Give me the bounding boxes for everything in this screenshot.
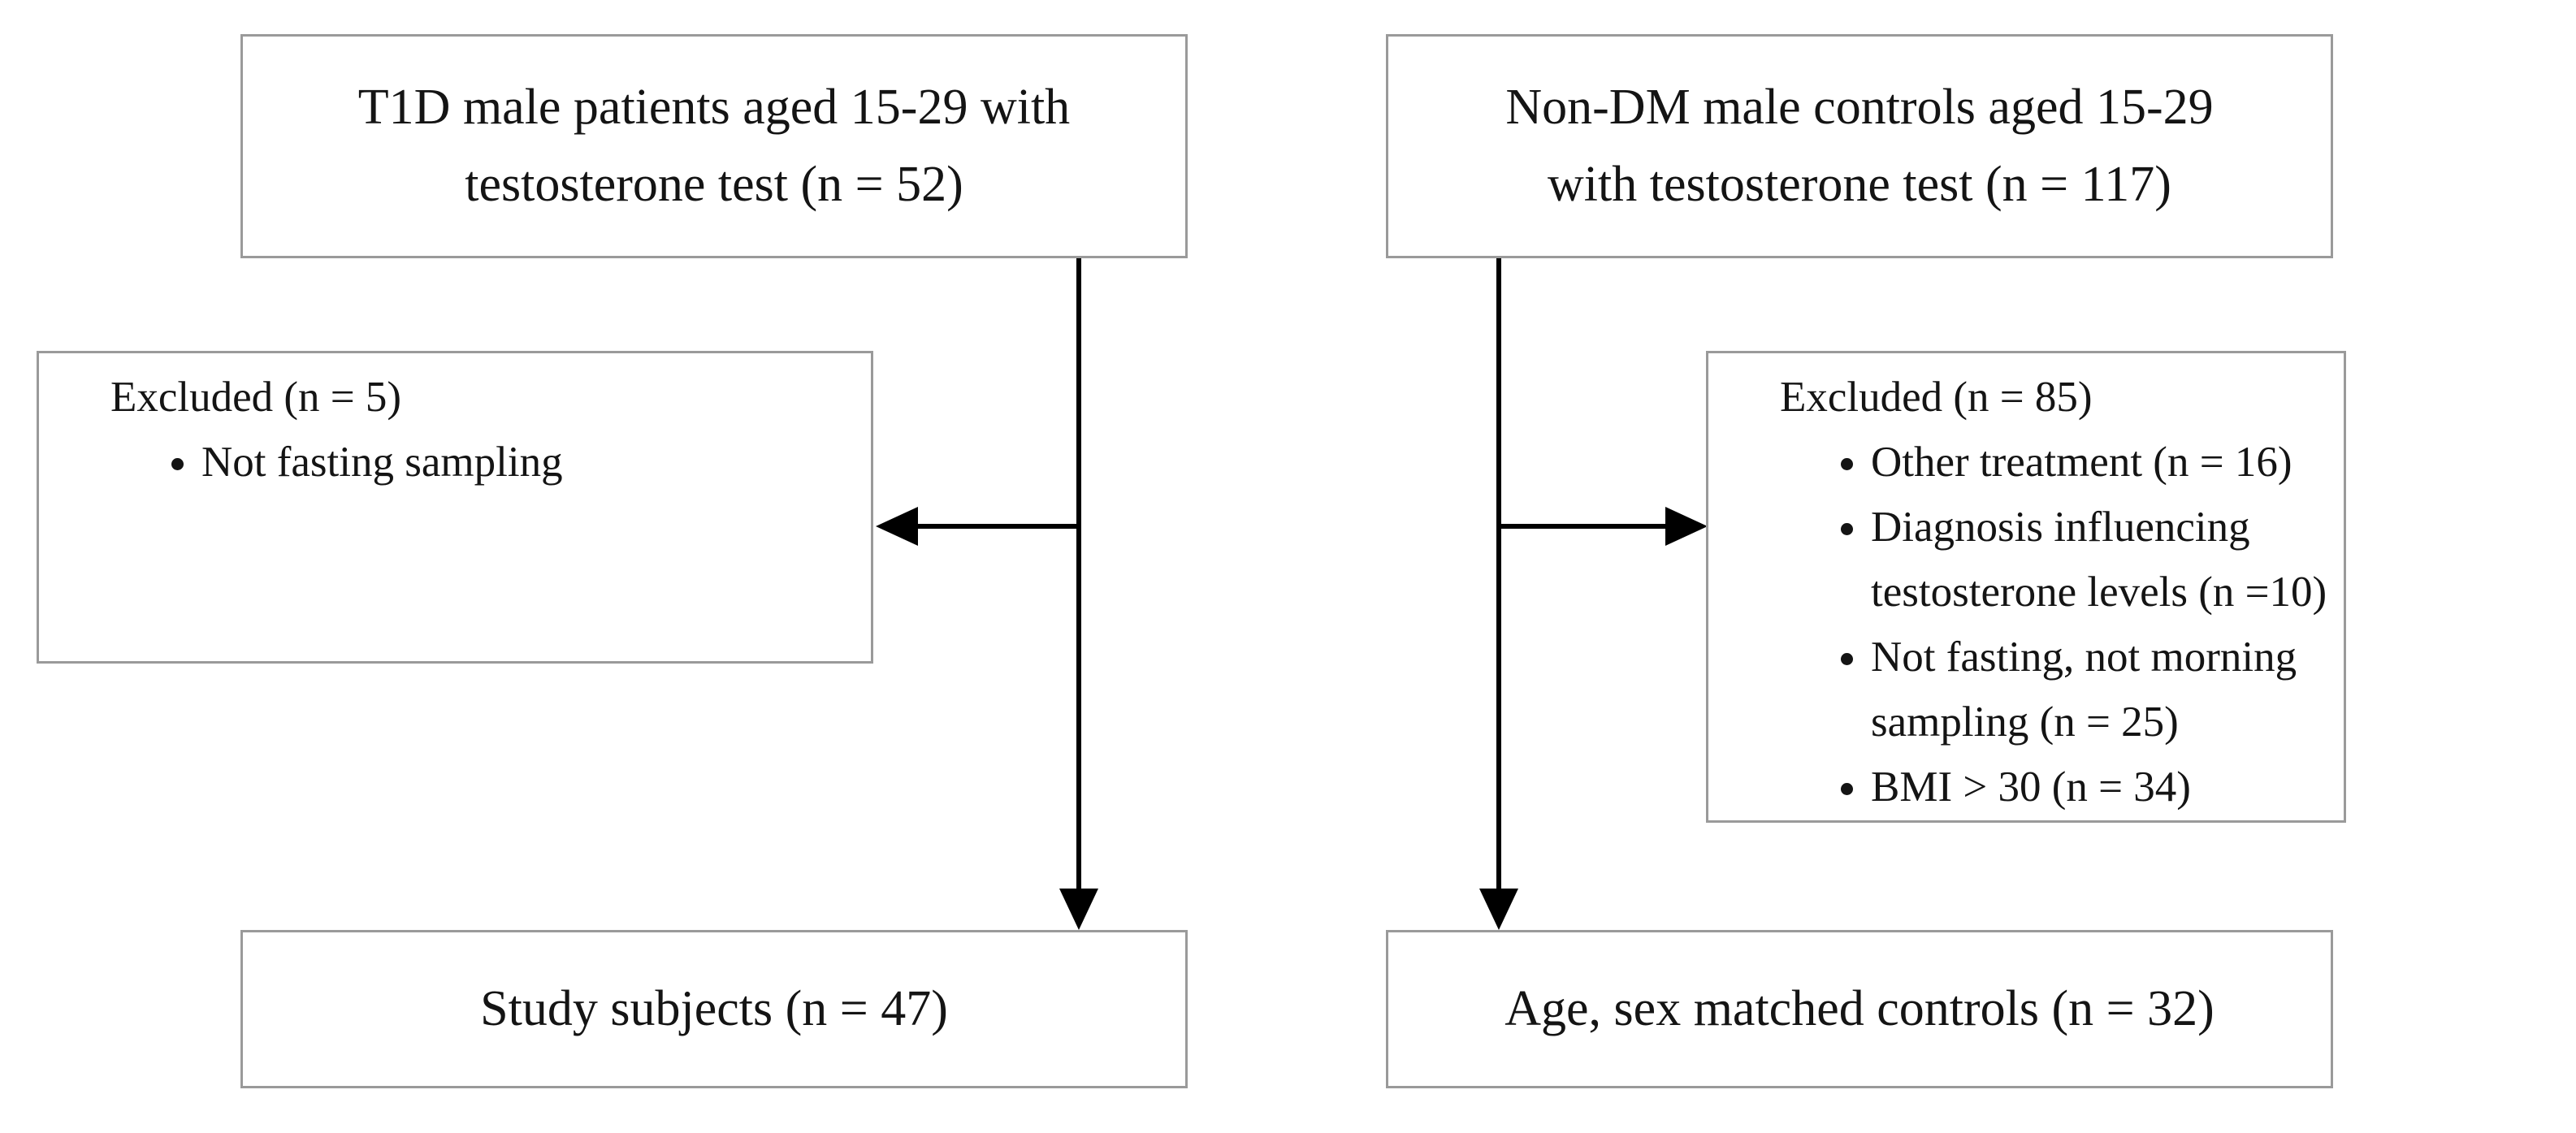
arrowhead-down-right: [1479, 889, 1518, 930]
excluded-controls-heading: Excluded (n = 85): [1780, 374, 2093, 421]
excluded-item: Other treatment (n = 16): [1871, 430, 2344, 495]
box-excluded-patients: Excluded (n = 5) Not fasting sampling: [37, 351, 873, 664]
box-study-subjects-text: Study subjects (n = 47): [480, 981, 948, 1036]
box-nondm-controls-text: Non-DM male controls aged 15-29 with tes…: [1505, 80, 2214, 212]
excluded-item: Not fasting, not morning sampling (n = 2…: [1871, 625, 2344, 755]
box-matched-controls-text: Age, sex matched controls (n = 32): [1504, 981, 2214, 1036]
box-study-subjects: Study subjects (n = 47): [240, 930, 1188, 1088]
excluded-item: Diagnosis influencing testosterone level…: [1871, 495, 2344, 625]
excluded-item: BMI > 30 (n = 34): [1871, 755, 2344, 819]
box-nondm-controls: Non-DM male controls aged 15-29 with tes…: [1386, 34, 2333, 258]
arrowhead-left: [876, 507, 918, 546]
excluded-patients-heading: Excluded (n = 5): [110, 374, 402, 421]
box-excluded-controls: Excluded (n = 85) Other treatment (n = 1…: [1706, 351, 2346, 823]
arrowhead-right: [1665, 507, 1708, 546]
box-t1d-patients: T1D male patients aged 15-29 with testos…: [240, 34, 1188, 258]
excluded-controls-list: Other treatment (n = 16) Diagnosis influ…: [1708, 430, 2344, 819]
arrowhead-down-left: [1059, 889, 1098, 930]
box-t1d-patients-text: T1D male patients aged 15-29 with testos…: [357, 80, 1071, 212]
excluded-patients-list: Not fasting sampling: [39, 430, 871, 495]
excluded-item: Not fasting sampling: [201, 430, 871, 495]
box-matched-controls: Age, sex matched controls (n = 32): [1386, 930, 2333, 1088]
